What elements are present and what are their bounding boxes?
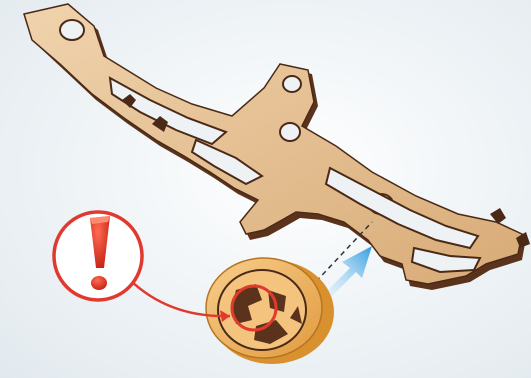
insert-direction-arrow <box>322 246 372 300</box>
warning-callout <box>54 212 142 300</box>
wooden-wheel-part <box>206 258 334 364</box>
